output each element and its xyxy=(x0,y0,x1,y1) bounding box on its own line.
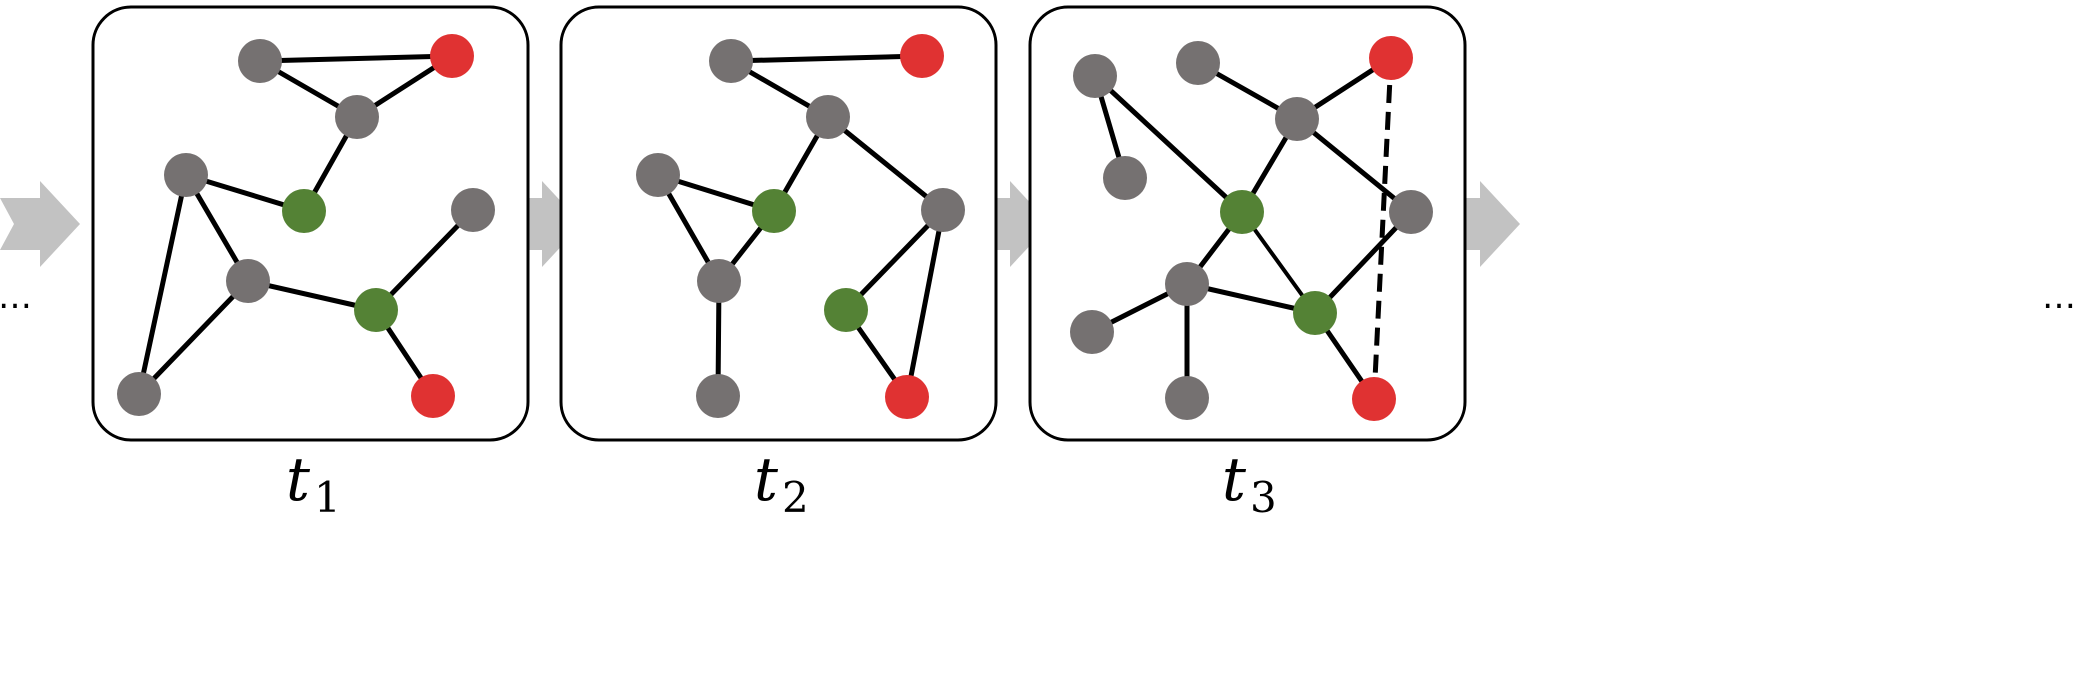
gray-node xyxy=(226,259,270,303)
green-node xyxy=(282,189,326,233)
transition-arrow-1 xyxy=(0,181,80,267)
gray-node xyxy=(1275,97,1319,141)
green-node xyxy=(824,288,868,332)
green-node xyxy=(752,189,796,233)
graph-edge xyxy=(1294,116,1414,215)
red-node xyxy=(1352,377,1396,421)
graph-edge xyxy=(1312,209,1414,316)
gray-node xyxy=(1070,310,1114,354)
gray-node xyxy=(335,95,379,139)
gray-node xyxy=(1103,156,1147,200)
graph-edge xyxy=(728,53,925,64)
predicted-edge xyxy=(1371,57,1394,400)
gray-node xyxy=(921,188,965,232)
timestep-subscript: 1 xyxy=(314,473,341,522)
red-node xyxy=(1369,36,1413,80)
red-node xyxy=(885,375,929,419)
gray-node xyxy=(238,39,282,83)
left-ellipsis: … xyxy=(0,277,32,317)
right-ellipsis: … xyxy=(2042,277,2076,317)
gray-node xyxy=(164,153,208,197)
timestep-subscript: 2 xyxy=(782,473,809,522)
red-node xyxy=(430,34,474,78)
gray-node xyxy=(806,95,850,139)
graph-edge xyxy=(904,207,946,400)
graph-edge xyxy=(825,114,946,213)
gray-node xyxy=(451,188,495,232)
gray-node xyxy=(1073,54,1117,98)
gray-node xyxy=(697,259,741,303)
gray-node xyxy=(1165,376,1209,420)
red-node xyxy=(411,374,455,418)
graph-edge xyxy=(843,207,946,313)
timestep-label: t xyxy=(286,445,311,515)
green-node xyxy=(1293,291,1337,335)
timestep-label: t xyxy=(754,445,779,515)
green-node xyxy=(1220,190,1264,234)
red-node xyxy=(900,34,944,78)
green-node xyxy=(354,288,398,332)
graph-edge xyxy=(1092,73,1245,215)
gray-node xyxy=(1176,41,1220,85)
timestep-label: t xyxy=(1222,445,1247,515)
gray-node xyxy=(709,39,753,83)
gray-node xyxy=(117,372,161,416)
graph-edge xyxy=(257,53,455,64)
gray-node xyxy=(1389,190,1433,234)
graph-edge xyxy=(136,278,251,397)
timestep-subscript: 3 xyxy=(1250,473,1277,522)
graph-edge xyxy=(373,207,476,313)
gray-node xyxy=(696,374,740,418)
gray-node xyxy=(636,153,680,197)
graph-edge xyxy=(136,172,189,397)
gray-node xyxy=(1165,262,1209,306)
